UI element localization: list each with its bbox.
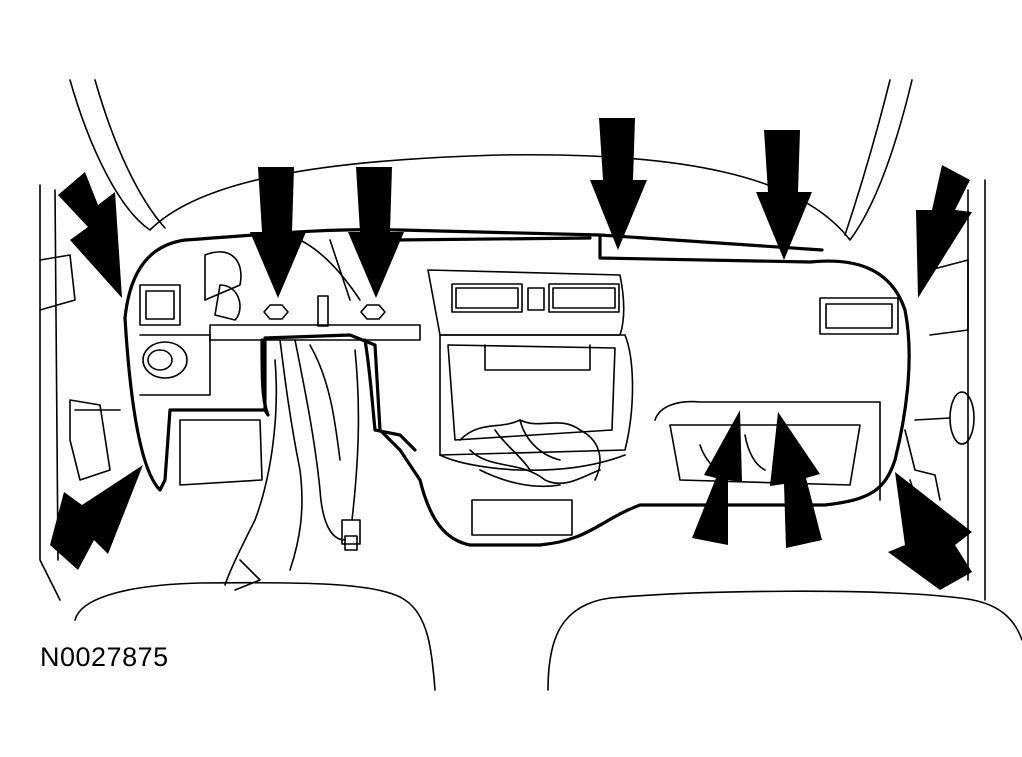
arrow-defroster-right — [756, 130, 812, 260]
center-stack — [427, 269, 634, 536]
bolt-right-icon — [360, 304, 386, 320]
figure-id-label: N0027875 — [40, 642, 169, 672]
bolt-left-icon — [263, 304, 289, 320]
arrow-markers — [50, 118, 972, 590]
steering-column-harness — [224, 338, 417, 591]
front-seats — [74, 581, 1022, 691]
arrow-steering-bolt-right — [348, 167, 404, 298]
cross-car-beam — [209, 239, 421, 341]
arrow-left-a-pillar — [58, 172, 122, 298]
center-wiring-bundle — [459, 419, 601, 488]
arrow-glovebox-left — [692, 410, 742, 545]
arrow-defroster-left — [590, 118, 647, 250]
arrow-glovebox-right — [770, 412, 822, 548]
left-vent-cluster — [139, 251, 263, 486]
arrow-right-lower — [888, 472, 972, 590]
arrow-steering-bolt-left — [250, 167, 306, 298]
cabin-outline — [39, 79, 986, 601]
arrow-left-lower — [50, 465, 143, 570]
arrow-right-a-pillar — [916, 165, 972, 298]
